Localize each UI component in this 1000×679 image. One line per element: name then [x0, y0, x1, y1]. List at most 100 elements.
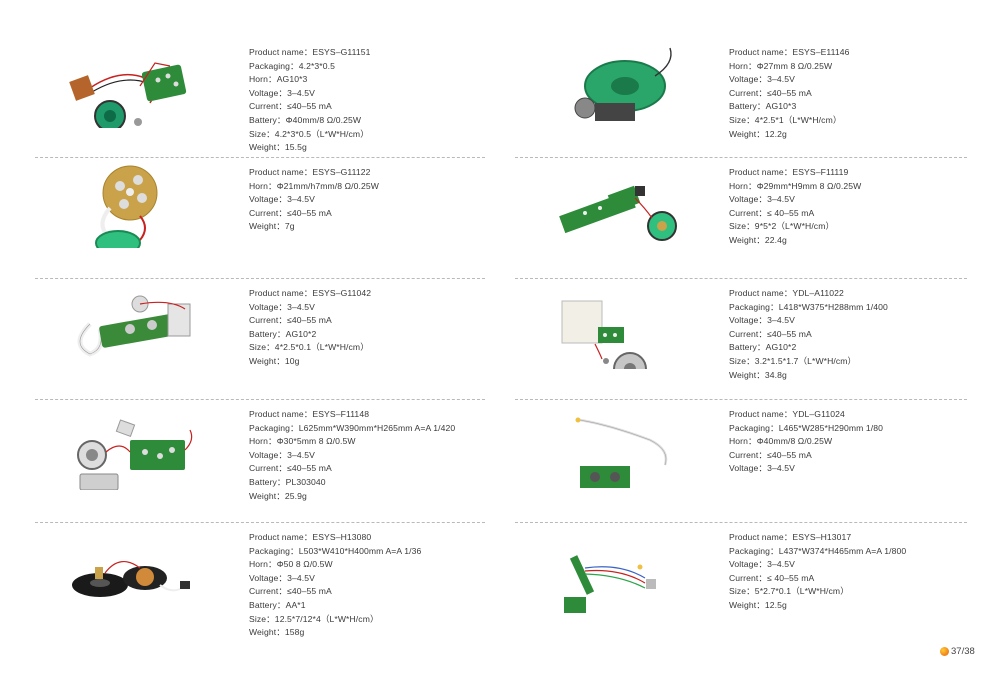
spec-line: Battery：AG10*2 — [729, 342, 797, 353]
spec-line: Horn：Φ27mm 8 Ω/0.25W — [729, 60, 833, 71]
spec-line: Weight：158g — [249, 627, 305, 638]
sound-module-image — [60, 249, 260, 369]
spec-line: Current：≤ 40–55 mA — [729, 572, 815, 583]
spec-line: Horn：Φ29mm*H9mm 8 Ω/0.25W — [729, 180, 862, 191]
product-ydl-a11022: Product name：YDL–A11022 Packaging：L418*W… — [540, 249, 990, 380]
spec-line: Voltage：3–4.5V — [729, 194, 795, 205]
product-esys-g11122: Product name：ESYS–G11122 Horn：Φ21mm/h7mm… — [60, 128, 510, 248]
spec-line: Horn：Φ40mm/8 Ω/0.25W — [729, 436, 833, 447]
spec-line: Packaging：L437*W374*H465mm A=A 1/800 — [729, 545, 907, 556]
spec-line: Product name：YDL–G11024 — [729, 409, 845, 419]
section-divider — [515, 522, 967, 523]
section-divider — [515, 399, 967, 400]
spec-line: Weight：22.4g — [729, 234, 787, 245]
spec-line: Voltage：3–4.5V — [729, 559, 795, 570]
spec-line: Size：9*5*2（L*W*H/cm） — [729, 221, 835, 232]
sound-module-image — [540, 128, 740, 248]
spec-line: Product name：ESYS–H13017 — [729, 532, 852, 542]
spec-line: Size：4*2.5*0.1（L*W*H/cm） — [249, 342, 369, 353]
spec-line: Voltage：3–4.5V — [249, 572, 315, 583]
spec-line: Size：3.2*1.5*1.7（L*W*H/cm） — [729, 355, 857, 366]
spec-line: Horn：Φ50 8 Ω/0.5W — [249, 559, 333, 570]
product-esys-h13017: Product name：ESYS–H13017 Packaging：L437*… — [540, 493, 990, 613]
product-specs: Product name：ESYS–H13017 Packaging：L437*… — [729, 531, 906, 613]
spec-line: Packaging：L625mm*W390mm*H265mm A=A 1/420 — [249, 422, 456, 433]
spec-line: Battery：AG10*2 — [249, 328, 317, 339]
spec-line: Current：≤40–55 mA — [249, 463, 332, 474]
spec-line: Product name：ESYS–E11146 — [729, 47, 850, 57]
product-esys-g11151: Product name：ESYS–G11151 Packaging：4.2*3… — [60, 8, 510, 152]
spec-line: Product name：ESYS–G11151 — [249, 47, 371, 57]
spec-line: Current：≤40–55 mA — [729, 449, 812, 460]
spec-line: Size：4.2*3*0.5（L*W*H/cm） — [249, 128, 369, 139]
sound-module-image — [540, 8, 740, 128]
sound-module-image — [540, 249, 740, 369]
product-specs: Product name：ESYS–G11122 Horn：Φ21mm/h7mm… — [249, 166, 379, 234]
section-divider — [515, 157, 967, 158]
spec-line: Horn：Φ21mm/h7mm/8 Ω/0.25W — [249, 180, 379, 191]
spec-line: Voltage：3–4.5V — [729, 74, 795, 85]
product-specs: Product name：ESYS–G11151 Packaging：4.2*3… — [249, 46, 371, 155]
product-specs: Product name：ESYS–F11119 Horn：Φ29mm*H9mm… — [729, 166, 861, 248]
section-divider — [515, 278, 967, 279]
product-ydl-g11024: Product name：YDL–G11024 Packaging：L465*W… — [540, 370, 990, 490]
spec-line: Size：4*2.5*1（L*W*H/cm） — [729, 114, 842, 125]
spec-line: Weight：12.2g — [729, 128, 787, 139]
page-number: 37/38 — [940, 646, 975, 657]
spec-line: Weight：12.5g — [729, 599, 787, 610]
product-specs: Product name：ESYS–F11148 Packaging：L625m… — [249, 408, 455, 503]
product-specs: Product name：ESYS–G11042 Voltage：3–4.5V … — [249, 287, 371, 369]
spec-line: Battery：AA*1 — [249, 599, 306, 610]
spec-line: Voltage：3–4.5V — [729, 463, 795, 474]
spec-line: Horn：Φ30*5mm 8 Ω/0.5W — [249, 436, 356, 447]
page-number-text: 37/38 — [951, 646, 975, 657]
spec-line: Battery：AG10*3 — [729, 101, 797, 112]
spec-line: Battery：PL303040 — [249, 476, 326, 487]
spec-line: Voltage：3–4.5V — [249, 87, 315, 98]
spec-line: Weight：25.9g — [249, 490, 307, 501]
spec-line: Weight：15.5g — [249, 142, 307, 153]
product-specs: Product name：YDL–G11024 Packaging：L465*W… — [729, 408, 883, 476]
spec-line: Packaging：L503*W410*H400mm A=A 1/36 — [249, 545, 422, 556]
spec-line: Voltage：3–4.5V — [249, 301, 315, 312]
spec-line: Product name：ESYS–H13080 — [249, 532, 372, 542]
product-specs: Product name：ESYS–E11146 Horn：Φ27mm 8 Ω/… — [729, 46, 850, 141]
spec-line: Product name：ESYS–G11122 — [249, 167, 371, 177]
spec-line: Weight：7g — [249, 221, 295, 232]
spec-line: Weight：34.8g — [729, 369, 787, 380]
logo-dot-icon — [940, 647, 949, 656]
sound-module-image — [60, 8, 260, 128]
spec-line: Current：≤40–55 mA — [729, 328, 812, 339]
spec-line: Packaging：4.2*3*0.5 — [249, 60, 335, 71]
product-esys-f11119: Product name：ESYS–F11119 Horn：Φ29mm*H9mm… — [540, 128, 990, 248]
spec-line: Voltage：3–4.5V — [249, 194, 315, 205]
spec-line: Product name：ESYS–F11148 — [249, 409, 370, 419]
spec-line: Product name：YDL–A11022 — [729, 288, 844, 298]
spec-line: Current：≤40–55 mA — [729, 87, 812, 98]
sound-module-image — [60, 128, 260, 248]
spec-line: Product name：ESYS–G11042 — [249, 288, 372, 298]
spec-line: Horn：AG10*3 — [249, 74, 308, 85]
product-esys-e11146: Product name：ESYS–E11146 Horn：Φ27mm 8 Ω/… — [540, 8, 990, 139]
sound-module-image — [540, 493, 740, 613]
spec-line: Packaging：L465*W285*H290mm 1/80 — [729, 422, 884, 433]
sound-module-image — [540, 370, 740, 490]
spec-line: Product name：ESYS–F11119 — [729, 167, 849, 177]
spec-line: Battery：Φ40mm/8 Ω/0.25W — [249, 114, 362, 125]
spec-line: Packaging：L418*W375*H288mm 1/400 — [729, 301, 888, 312]
product-specs: Product name：YDL–A11022 Packaging：L418*W… — [729, 287, 888, 382]
spec-line: Current：≤40–55 mA — [249, 101, 332, 112]
product-esys-f11148: Product name：ESYS–F11148 Packaging：L625m… — [60, 370, 510, 501]
product-specs: Product name：ESYS–H13080 Packaging：L503*… — [249, 531, 421, 640]
sound-module-image — [60, 370, 260, 490]
product-esys-h13080: Product name：ESYS–H13080 Packaging：L503*… — [60, 493, 510, 637]
section-divider — [35, 522, 485, 523]
spec-line: Size：12.5*7/12*4（L*W*H/cm） — [249, 613, 379, 624]
sound-module-image — [60, 493, 260, 613]
spec-line: Current：≤ 40–55 mA — [729, 207, 815, 218]
spec-line: Weight：10g — [249, 355, 300, 366]
spec-line: Current：≤40–55 mA — [249, 207, 332, 218]
product-esys-g11042: Product name：ESYS–G11042 Voltage：3–4.5V … — [60, 249, 510, 369]
spec-line: Current：≤40–55 mA — [249, 586, 332, 597]
section-divider — [35, 157, 485, 158]
